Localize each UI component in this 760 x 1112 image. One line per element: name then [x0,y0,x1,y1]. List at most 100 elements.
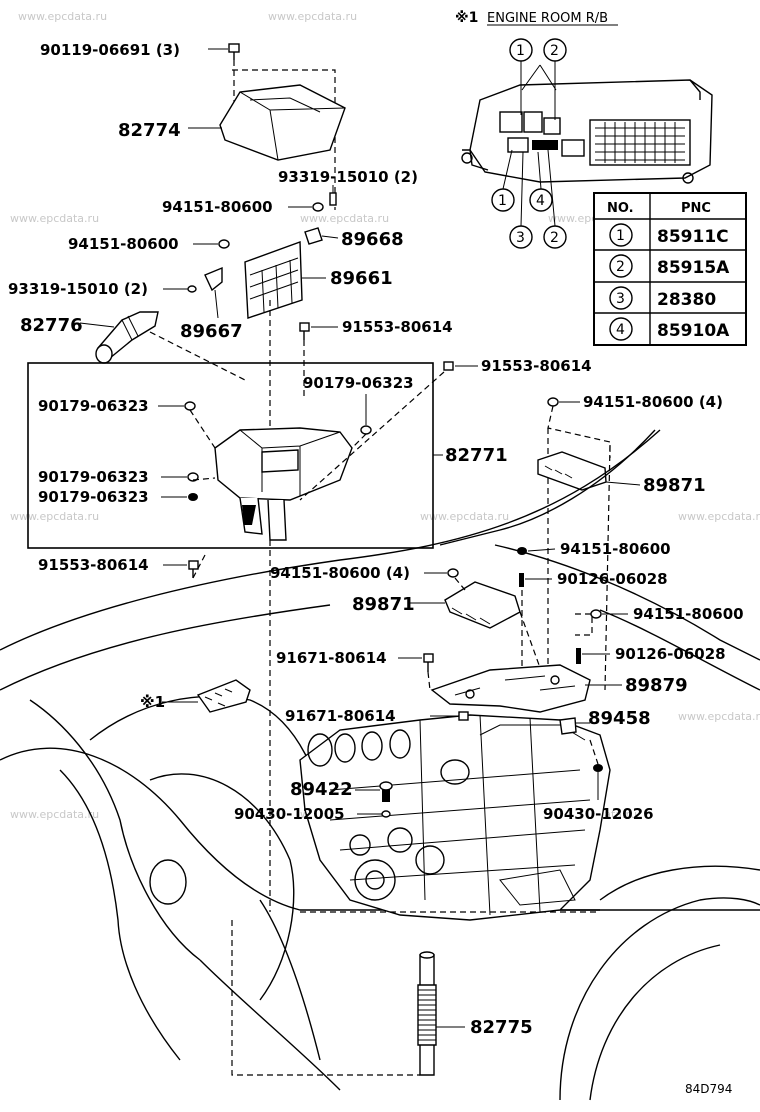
pulley [349,834,371,856]
label-91553-80614: 91553-80614 [481,357,592,375]
watermark: www.epcdata.ru [268,10,357,23]
label-94151-80600-4: 94151-80600 (4) [583,393,723,411]
inset-title: ENGINE ROOM R/B [487,11,608,26]
watermark: www.epcdata.ru [420,510,509,523]
nut-94151 [447,568,459,578]
label-82776: 82776 [20,315,83,336]
sensor-top [379,781,393,791]
clip-93319 [329,192,337,206]
case-window [261,449,299,473]
bracket-slots [451,607,491,625]
label-91671-80614: 91671-80614 [285,707,396,725]
label-89879: 89879 [625,675,688,696]
dashed-guide [589,739,599,765]
table-row-pnc: 85911C [657,227,729,247]
pulley-hub [365,870,385,890]
ecu-89661 [244,241,303,319]
dashed-guide [575,613,593,636]
bracket-89879 [430,664,591,713]
watermark: www.epcdata.ru [678,510,760,523]
gasket-90430 [381,810,391,818]
nut-90179 [360,425,372,435]
relay-detail [204,688,233,707]
dashed-guide [427,671,431,691]
relay-2 [523,111,543,133]
relay-block-location [196,679,251,713]
label-82771: 82771 [445,445,508,466]
pulley [354,859,396,901]
callout-number: 2 [550,230,559,246]
table-row-pnc: 28380 [657,290,716,310]
watermark: www.epcdata.ru [10,808,99,821]
windshield-line [439,429,656,546]
vehicle-body [0,429,760,1101]
wheel-arch-inner [589,944,721,1101]
relay-4 [507,137,529,153]
label-90179-06323: 90179-06323 [38,468,149,486]
engine-detail [389,729,411,759]
watermark: www.epcdata.ru [10,510,99,523]
label-89667: 89667 [180,321,243,342]
bolt-90119 [228,43,240,53]
dashed-guide [547,405,611,458]
nut-90179 [184,401,196,411]
bumper-line-2 [259,899,321,1061]
label-90179-06323: 90179-06323 [38,397,149,415]
engine-detail [361,731,383,761]
bolt-91671 [423,653,434,663]
wheel-arch [559,897,760,1101]
pulley [415,845,445,875]
engine-lines [419,714,541,916]
label-82775: 82775 [470,1017,533,1038]
fender-line-2 [599,609,760,691]
table-row-no: 3 [616,291,625,307]
emblem [149,859,187,905]
label-91553-80614: 91553-80614 [38,556,149,574]
label-94151-80600: 94151-80600 [162,198,273,216]
hose-end [95,344,113,364]
dashed-guide [454,577,549,691]
fender-line [494,544,760,661]
ecu-bracket-89871 [537,451,607,491]
bolt-hole [682,172,694,184]
relay-1 [499,111,523,133]
dashed-guide [299,371,445,501]
bolt-91553 [443,361,454,371]
callout-number: 3 [516,230,525,246]
bolt-hole [461,152,473,164]
pulley [387,827,413,853]
label-91553-80614: 91553-80614 [342,318,453,336]
bracket-hole [550,675,560,685]
clip-93319 [187,285,197,293]
grille-edge [29,699,201,961]
table-row-no: 4 [616,322,625,338]
callout-number: 4 [536,193,545,209]
bolt-91553 [188,560,199,570]
relay-5 [561,139,585,157]
inset-engine-room-rb: ※1 ENGINE ROOM R/B 1 2 1 4 3 2 [455,10,747,346]
ecu-bracket-89871 [444,581,521,629]
pipe-top [419,951,435,959]
dashed-guide [269,560,600,913]
label-89661: 89661 [330,268,393,289]
engine-part [499,869,576,906]
callout-number: 2 [550,43,559,59]
bracket-89667 [204,266,223,292]
label-93319-15010: 93319-15010 (2) [278,168,418,186]
engine-detail [307,733,333,767]
label-89422: 89422 [290,779,353,800]
fender-edge [599,865,760,901]
cover-ribs [239,91,346,161]
dashed-guide [232,69,336,210]
relay-dark [532,140,558,150]
dashed-guide [189,409,367,481]
label-90119-06691: 90119-06691 (3) [40,41,180,59]
ecu-cover [219,84,346,161]
label-90179-06323: 90179-06323 [38,488,149,506]
label-89871: 89871 [352,594,415,615]
label-89871: 89871 [643,475,706,496]
table-row-pnc: 85915A [657,258,730,278]
nut-90179 [188,493,198,501]
nut-94151 [590,609,602,619]
